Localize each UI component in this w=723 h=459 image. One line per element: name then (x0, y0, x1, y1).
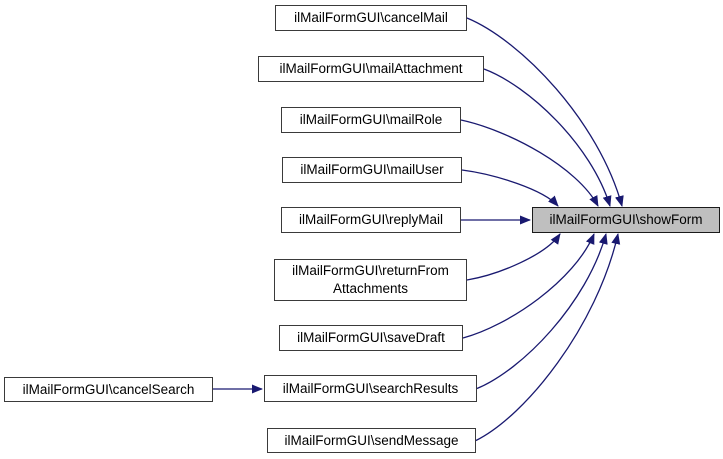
node-mailUser[interactable]: ilMailFormGUI\mailUser (282, 157, 462, 183)
edge-mailAttachment-to-showForm (483, 68, 612, 207)
node-mailAttachment[interactable]: ilMailFormGUI\mailAttachment (258, 56, 484, 82)
edge-sendMessage-to-showForm (475, 233, 621, 442)
edge-searchResults-to-showForm (476, 233, 608, 390)
node-showForm[interactable]: ilMailFormGUI\showForm (532, 207, 720, 233)
node-replyMail[interactable]: ilMailFormGUI\replyMail (281, 207, 461, 233)
node-sendMessage[interactable]: ilMailFormGUI\sendMessage (267, 428, 476, 453)
node-returnFromAttachments[interactable]: ilMailFormGUI\returnFrom Attachments (274, 259, 467, 301)
node-cancelSearch[interactable]: ilMailFormGUI\cancelSearch (4, 377, 213, 402)
edge-mailRole-to-showForm (460, 119, 599, 207)
edge-mailUser-to-showForm (461, 169, 559, 207)
edge-cancelMail-to-showForm (466, 17, 624, 207)
node-searchResults[interactable]: ilMailFormGUI\searchResults (264, 375, 477, 402)
edge-returnFromAttachments-to-showForm (466, 233, 561, 281)
node-saveDraft[interactable]: ilMailFormGUI\saveDraft (279, 325, 463, 351)
node-cancelMail[interactable]: ilMailFormGUI\cancelMail (275, 5, 467, 31)
node-mailRole[interactable]: ilMailFormGUI\mailRole (281, 107, 461, 133)
edge-saveDraft-to-showForm (462, 233, 595, 339)
